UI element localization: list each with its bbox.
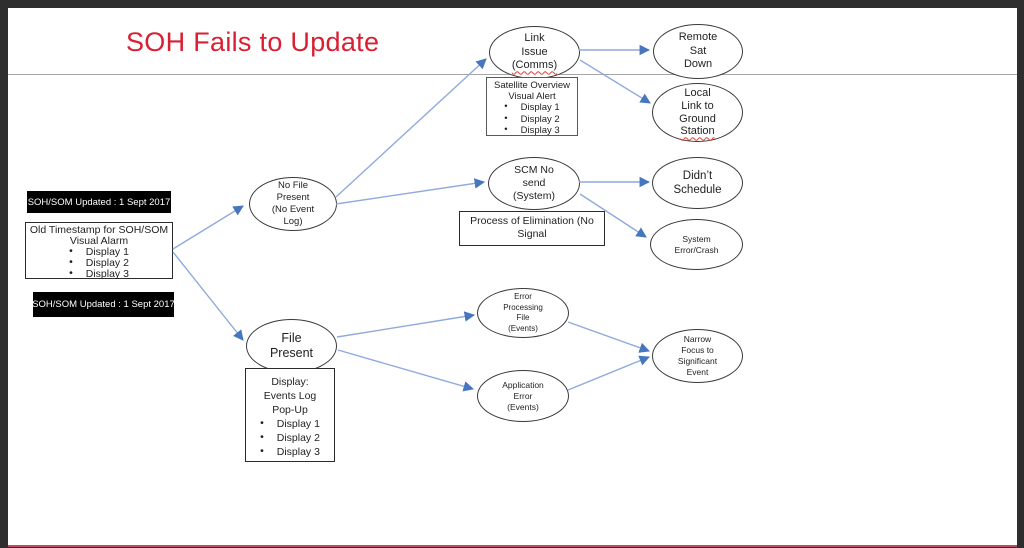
list-item: • Display 1 [246, 417, 334, 431]
node-scm-no-send: SCM No send (System) [488, 157, 580, 210]
node-application-error: Application Error (Events) [477, 370, 569, 422]
node-label-misspelled: Station [680, 125, 715, 138]
list-item-label: Display 3 [520, 124, 560, 136]
node-label: Narrow Focus to Significant Event [677, 334, 718, 377]
node-label: SCM No send (System) [513, 164, 555, 202]
label-soh-updated-top: SOH/SOM Updated : 1 Sept 2017 [27, 191, 171, 213]
list-item: • Display 3 [26, 267, 172, 280]
list-item-label: Display 1 [520, 102, 560, 114]
node-label: Error Processing File (Events) [503, 292, 543, 333]
node-label: No File Present (No Event Log) [271, 180, 315, 227]
bullet-icon: • [504, 112, 508, 124]
list-item-label: Display 2 [85, 257, 129, 269]
list-item: • Display 2 [487, 112, 577, 125]
node-error-processing-file: Error Processing File (Events) [477, 288, 569, 338]
node-no-file-present: No File Present (No Event Log) [249, 177, 337, 231]
node-label: Local Link to Ground [679, 86, 716, 125]
list-item-label: Display 1 [85, 246, 129, 258]
bullet-icon: • [69, 267, 73, 279]
old-timestamp-heading: Old Timestamp for SOH/SOM Visual Alarm [29, 224, 169, 247]
process-elimination-text: Process of Elimination (No Signal [470, 215, 594, 240]
slide-title: SOH Fails to Update [126, 27, 380, 57]
bullet-icon: • [260, 417, 264, 429]
bullet-icon: • [260, 431, 264, 443]
node-label: Didn’t Schedule [673, 170, 722, 196]
display-events-box: Display: Events Log Pop-Up • Display 1 • D… [245, 368, 335, 462]
process-elimination-box: Process of Elimination (No Signal [459, 211, 605, 246]
node-label: Remote Sat Down [678, 31, 718, 71]
node-didnt-schedule: Didn’t Schedule [652, 157, 743, 209]
list-item: • Display 2 [26, 256, 172, 269]
list-item-label: Display 2 [276, 432, 320, 444]
node-remote-sat-down: Remote Sat Down [653, 24, 743, 79]
list-item: • Display 3 [487, 123, 577, 136]
list-item: • Display 2 [246, 431, 334, 445]
label-soh-updated-bottom: SOH/SOM Updated : 1 Sept 2017 [32, 292, 175, 317]
node-link-issue: Link Issue (Comms) [489, 26, 580, 79]
bullet-icon: • [260, 445, 264, 457]
bullet-icon: • [69, 245, 73, 257]
display-events-heading: Display: Events Log Pop-Up [263, 376, 317, 416]
node-label: File Present [269, 331, 314, 360]
list-item: • Display 1 [26, 245, 172, 258]
node-label-misspelled: (Comms) [511, 59, 558, 72]
bullet-icon: • [504, 101, 508, 113]
list-item-label: Display 1 [276, 418, 320, 430]
list-item: • Display 1 [487, 101, 577, 114]
node-label: Application Error (Events) [502, 379, 544, 412]
list-item-label: Display 2 [520, 113, 560, 125]
node-label: Link Issue [521, 32, 548, 58]
node-local-link-ground: Local Link to Ground Station [652, 83, 743, 142]
list-item: • Display 3 [246, 445, 334, 459]
node-narrow-focus: Narrow Focus to Significant Event [652, 329, 743, 383]
node-label: System Error/Crash [674, 233, 719, 255]
accent-line [8, 545, 1017, 547]
list-item-label: Display 3 [85, 268, 129, 280]
satellite-overview-heading: Satellite Overview Visual Alert [493, 80, 571, 103]
bullet-icon: • [69, 256, 73, 268]
old-timestamp-box: Old Timestamp for SOH/SOM Visual Alarm •… [25, 222, 173, 280]
node-file-present: File Present [246, 319, 337, 373]
node-system-error-crash: System Error/Crash [650, 219, 743, 270]
bullet-icon: • [504, 123, 508, 135]
satellite-overview-box: Satellite Overview Visual Alert • Display… [486, 77, 578, 136]
list-item-label: Display 3 [276, 446, 320, 458]
